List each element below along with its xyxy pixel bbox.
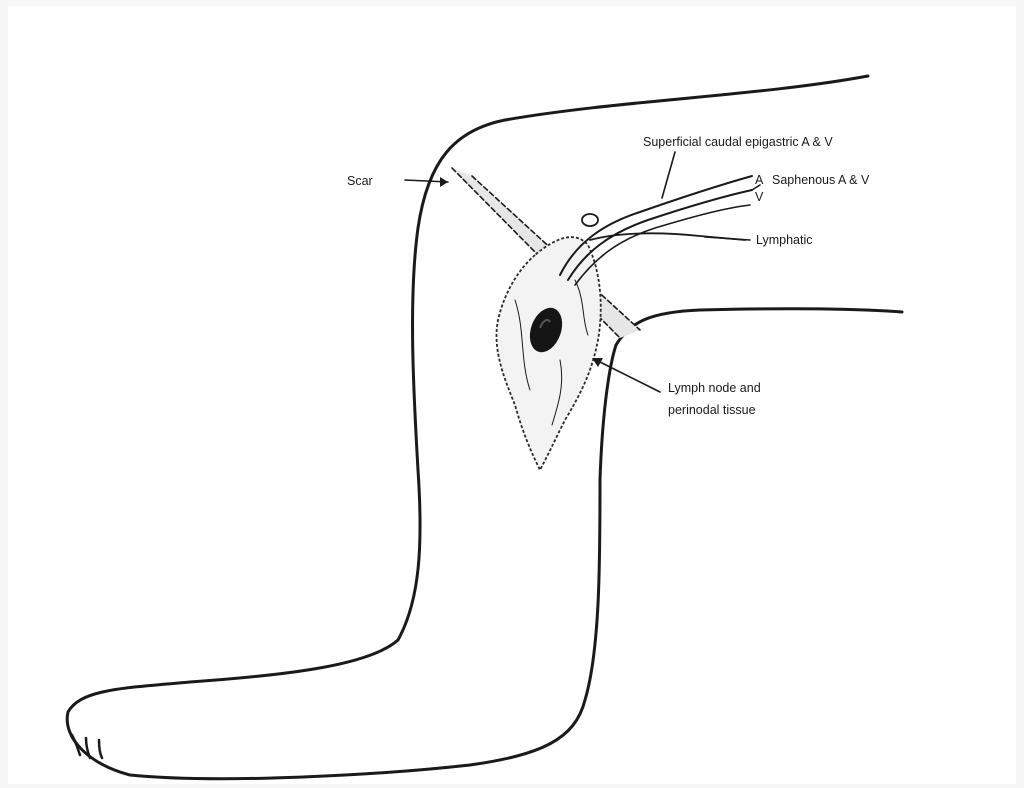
label-superficial-caudal-epigastric: Superficial caudal epigastric A & V — [643, 135, 833, 149]
label-saphenous: Saphenous A & V — [772, 173, 870, 187]
label-lymphatic: Lymphatic — [756, 233, 813, 247]
label-lymph-node-line2: perinodal tissue — [668, 403, 756, 417]
label-vein-marker: V — [755, 190, 764, 204]
vessel-ligature — [582, 214, 598, 226]
label-scar: Scar — [347, 174, 373, 188]
label-lymph-node-line1: Lymph node and — [668, 381, 761, 395]
label-artery-marker: A — [755, 173, 764, 187]
